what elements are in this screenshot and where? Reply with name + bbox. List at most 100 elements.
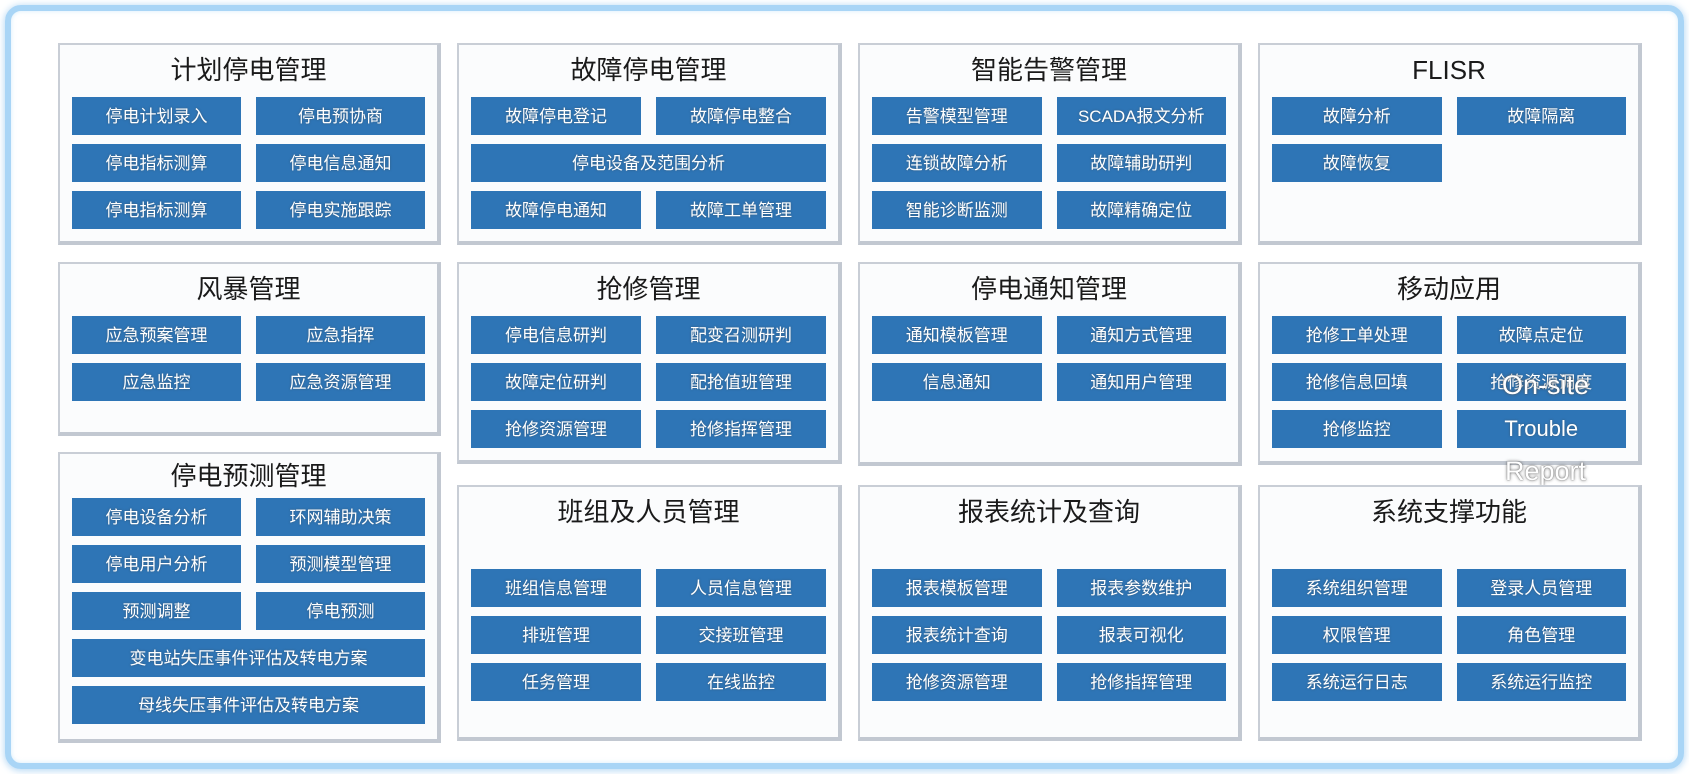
- feature-button[interactable]: 登录人员管理: [1456, 569, 1626, 607]
- feature-button[interactable]: 抢修工单处理: [1272, 316, 1442, 354]
- feature-button[interactable]: 停电设备分析: [72, 498, 241, 536]
- feature-button[interactable]: 故障定位研判: [471, 363, 641, 401]
- panel-buttons: 系统组织管理登录人员管理权限管理角色管理系统运行日志系统运行监控: [1260, 569, 1638, 701]
- feature-button[interactable]: 母线失压事件评估及转电方案: [72, 686, 425, 724]
- button-row: 连锁故障分析故障辅助研判: [872, 144, 1226, 182]
- feature-button[interactable]: 配抢值班管理: [656, 363, 826, 401]
- feature-button[interactable]: 班组信息管理: [471, 569, 641, 607]
- feature-button[interactable]: 系统运行监控: [1456, 663, 1626, 701]
- button-row: 抢修信息回填抢修资源调度: [1272, 363, 1626, 401]
- button-row: 故障分析故障隔离: [1272, 97, 1626, 135]
- panel-title: 班组及人员管理: [557, 497, 740, 527]
- button-row: 抢修资源管理抢修指挥管理: [471, 410, 826, 448]
- feature-button[interactable]: 报表统计查询: [872, 616, 1042, 654]
- empty-slot: [1457, 144, 1627, 182]
- feature-button[interactable]: 人员信息管理: [656, 569, 826, 607]
- feature-button[interactable]: 配变召测研判: [656, 316, 826, 354]
- feature-button[interactable]: 抢修监控: [1272, 410, 1442, 448]
- feature-button[interactable]: 抢修指挥管理: [656, 410, 826, 448]
- feature-button[interactable]: 故障停电通知: [471, 191, 641, 229]
- panel-report-stats: 报表统计及查询 报表模板管理报表参数维护报表统计查询报表可视化抢修资源管理抢修指…: [858, 485, 1242, 741]
- feature-button[interactable]: 环网辅助决策: [256, 498, 425, 536]
- feature-button[interactable]: 停电信息研判: [471, 316, 641, 354]
- feature-button[interactable]: 预测调整: [72, 592, 241, 630]
- feature-button[interactable]: 通知用户管理: [1056, 363, 1226, 401]
- button-row: 故障停电登记故障停电整合: [471, 97, 826, 135]
- feature-button[interactable]: 故障恢复: [1272, 144, 1442, 182]
- button-row: 停电指标测算停电信息通知: [72, 144, 425, 182]
- feature-button[interactable]: 抢修资源管理: [471, 410, 641, 448]
- feature-button[interactable]: 报表参数维护: [1056, 569, 1226, 607]
- feature-button[interactable]: 在线监控: [656, 663, 826, 701]
- feature-button[interactable]: 应急资源管理: [256, 363, 425, 401]
- feature-button[interactable]: 报表可视化: [1056, 616, 1226, 654]
- feature-button[interactable]: 变电站失压事件评估及转电方案: [72, 639, 425, 677]
- feature-button[interactable]: 预测模型管理: [256, 545, 425, 583]
- feature-button[interactable]: 停电用户分析: [72, 545, 241, 583]
- feature-button[interactable]: 应急监控: [72, 363, 241, 401]
- panel-title: 移动应用: [1396, 274, 1501, 304]
- panel-title: 计划停电管理: [170, 55, 327, 85]
- feature-button[interactable]: Trouble: [1456, 410, 1626, 448]
- feature-button[interactable]: 通知模板管理: [872, 316, 1042, 354]
- feature-button[interactable]: 故障停电登记: [471, 97, 641, 135]
- feature-button[interactable]: 抢修资源管理: [872, 663, 1042, 701]
- feature-button[interactable]: 应急预案管理: [72, 316, 241, 354]
- feature-button[interactable]: 角色管理: [1456, 616, 1626, 654]
- button-row: 通知模板管理通知方式管理: [872, 316, 1226, 354]
- feature-button[interactable]: 停电设备及范围分析: [471, 144, 826, 182]
- feature-button[interactable]: 停电预协商: [256, 97, 425, 135]
- panel-title: 报表统计及查询: [957, 497, 1140, 527]
- feature-button[interactable]: 系统组织管理: [1272, 569, 1442, 607]
- button-row: 抢修工单处理故障点定位: [1272, 316, 1626, 354]
- feature-button[interactable]: 停电指标测算: [72, 191, 241, 229]
- feature-button[interactable]: 信息通知: [872, 363, 1042, 401]
- panel-title: 停电预测管理: [170, 461, 327, 491]
- feature-button[interactable]: 停电实施跟踪: [256, 191, 425, 229]
- feature-button[interactable]: 应急指挥: [256, 316, 425, 354]
- panel-buttons: 故障停电登记故障停电整合停电设备及范围分析故障停电通知故障工单管理: [459, 97, 838, 229]
- feature-button[interactable]: 停电计划录入: [72, 97, 241, 135]
- panel-flisr: FLISR 故障分析故障隔离故障恢复: [1258, 43, 1642, 245]
- panel-buttons: 应急预案管理应急指挥应急监控应急资源管理: [60, 316, 437, 401]
- button-row: 母线失压事件评估及转电方案: [72, 686, 425, 724]
- feature-button[interactable]: 交接班管理: [656, 616, 826, 654]
- panel-buttons: 班组信息管理人员信息管理排班管理交接班管理任务管理在线监控: [459, 569, 838, 701]
- feature-button[interactable]: 停电信息通知: [256, 144, 425, 182]
- feature-button[interactable]: 故障停电整合: [656, 97, 826, 135]
- button-row: 系统运行日志系统运行监控: [1272, 663, 1626, 701]
- panel-buttons: 停电信息研判配变召测研判故障定位研判配抢值班管理抢修资源管理抢修指挥管理: [459, 316, 838, 448]
- feature-button[interactable]: 故障分析: [1272, 97, 1442, 135]
- feature-button[interactable]: 抢修信息回填: [1272, 363, 1442, 401]
- feature-button[interactable]: 告警模型管理: [872, 97, 1042, 135]
- feature-button[interactable]: 通知方式管理: [1056, 316, 1226, 354]
- panel-title: 抢修管理: [596, 274, 701, 304]
- panel-buttons: 报表模板管理报表参数维护报表统计查询报表可视化抢修资源管理抢修指挥管理: [860, 569, 1238, 701]
- feature-button[interactable]: 故障工单管理: [656, 191, 826, 229]
- feature-button[interactable]: 权限管理: [1272, 616, 1442, 654]
- feature-button[interactable]: SCADA报文分析: [1056, 97, 1226, 135]
- button-row: 停电设备及范围分析: [471, 144, 826, 182]
- feature-button[interactable]: 停电指标测算: [72, 144, 241, 182]
- panel-buttons: 停电设备分析环网辅助决策停电用户分析预测模型管理预测调整停电预测变电站失压事件评…: [60, 498, 437, 724]
- feature-button[interactable]: 停电预测: [256, 592, 425, 630]
- feature-button[interactable]: 任务管理: [471, 663, 641, 701]
- feature-button[interactable]: 故障精确定位: [1056, 191, 1226, 229]
- button-row: 应急监控应急资源管理: [72, 363, 425, 401]
- button-row: 排班管理交接班管理: [471, 616, 826, 654]
- button-row: 停电指标测算停电实施跟踪: [72, 191, 425, 229]
- feature-button[interactable]: 智能诊断监测: [872, 191, 1042, 229]
- feature-button[interactable]: 排班管理: [471, 616, 641, 654]
- feature-button[interactable]: 报表模板管理: [872, 569, 1042, 607]
- panel-title: 风暴管理: [196, 274, 301, 304]
- feature-button[interactable]: 故障隔离: [1456, 97, 1626, 135]
- feature-button[interactable]: 故障辅助研判: [1056, 144, 1226, 182]
- panel-outage-forecast: 停电预测管理 停电设备分析环网辅助决策停电用户分析预测模型管理预测调整停电预测变…: [58, 452, 441, 743]
- feature-button[interactable]: 抢修指挥管理: [1056, 663, 1226, 701]
- feature-button[interactable]: 故障点定位: [1456, 316, 1626, 354]
- feature-button[interactable]: 系统运行日志: [1272, 663, 1442, 701]
- feature-button[interactable]: 抢修资源调度: [1456, 363, 1626, 401]
- feature-button[interactable]: 连锁故障分析: [872, 144, 1042, 182]
